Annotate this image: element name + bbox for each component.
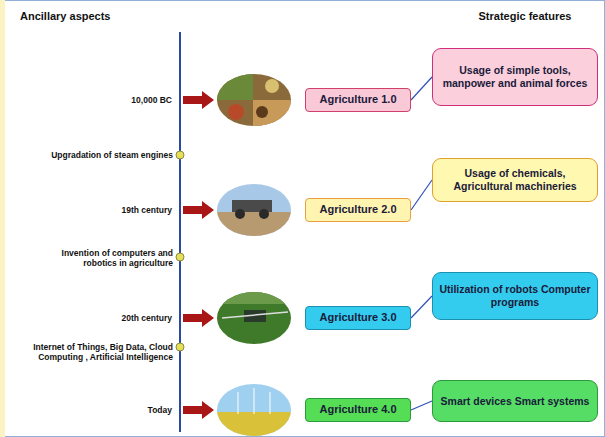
milestone-label: Upgradation of steam engines	[8, 150, 173, 160]
era-box: Agriculture 1.0	[305, 88, 411, 112]
milestone-dot	[176, 151, 184, 159]
column-heading: Ancillary aspects	[20, 10, 170, 23]
era-box: Agriculture 4.0	[305, 398, 411, 422]
era-box: Agriculture 3.0	[305, 306, 411, 330]
era-arrow	[183, 401, 214, 419]
era-name: Agriculture 1.0	[319, 93, 396, 106]
feature-text: Utilization of robots Computer programs	[439, 283, 591, 308]
feature-text: Usage of chemicals, Agricultural machine…	[439, 167, 591, 192]
connector-line	[411, 77, 432, 100]
era-date: 20th century	[60, 313, 172, 323]
milestone-dot	[176, 253, 184, 261]
era-name: Agriculture 3.0	[319, 311, 396, 324]
milestone-dots	[176, 151, 184, 351]
connector-line	[411, 401, 432, 410]
feature-box: Utilization of robots Computer programs	[432, 272, 598, 320]
feature-text: Usage of simple tools, manpower and anim…	[439, 64, 591, 89]
timeline-axis	[179, 32, 181, 432]
era-date: Today	[60, 405, 172, 415]
era-date: 10,000 BC	[60, 95, 172, 105]
era-arrow	[183, 309, 214, 327]
feature-box: Usage of simple tools, manpower and anim…	[432, 48, 598, 106]
harvest-photo	[215, 72, 295, 128]
era-name: Agriculture 4.0	[319, 403, 396, 416]
feature-box: Smart devices Smart systems	[432, 380, 598, 422]
smart-farm-photo	[215, 382, 295, 437]
era-arrow	[183, 201, 214, 219]
era-box: Agriculture 2.0	[305, 198, 411, 222]
milestone-label: Invention of computers and robotics in a…	[28, 248, 173, 268]
era-date: 19th century	[60, 205, 172, 215]
milestone-dot	[176, 343, 184, 351]
sprayer-photo	[215, 290, 295, 346]
connector-line	[411, 180, 432, 210]
feature-text: Smart devices Smart systems	[441, 395, 590, 408]
milestone-label: Internet of Things, Big Data, Cloud Comp…	[8, 342, 173, 362]
connector-line	[411, 296, 432, 318]
era-arrows	[183, 91, 214, 419]
column-heading: Strategic features	[450, 10, 600, 23]
feature-box: Usage of chemicals, Agricultural machine…	[432, 158, 598, 202]
era-arrow	[183, 91, 214, 109]
margin-strip	[0, 0, 5, 437]
tractor-photo	[215, 182, 295, 238]
era-name: Agriculture 2.0	[319, 203, 396, 216]
